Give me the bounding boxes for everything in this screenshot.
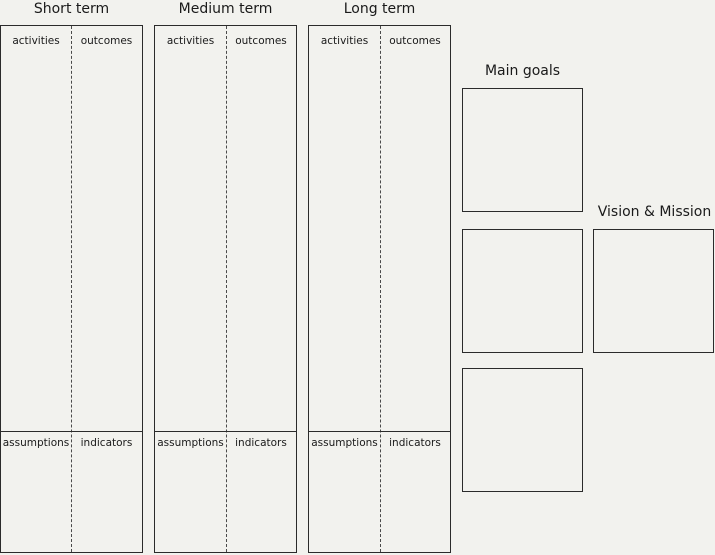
medium-term-assumptions-label: assumptions xyxy=(157,437,224,449)
short-term-row-divider xyxy=(1,431,142,432)
medium-term-indicators-label: indicators xyxy=(235,437,287,449)
long-term-activities-label: activities xyxy=(320,35,369,47)
long-term-indicators-label: indicators xyxy=(389,437,441,449)
short-term-activities-label: activities xyxy=(12,35,60,47)
short-term-assumptions-label: assumptions xyxy=(2,437,70,449)
medium-term-title: Medium term xyxy=(178,1,273,17)
medium-term-row-divider xyxy=(155,431,296,432)
vision-mission-box xyxy=(593,229,714,353)
short-term-panel: activities outcomes assumptions indicato… xyxy=(0,25,143,553)
short-term-outcomes-label: outcomes xyxy=(80,35,133,47)
medium-term-column-divider xyxy=(226,26,227,552)
long-term-outcomes-label: outcomes xyxy=(389,35,441,47)
short-term-column-divider xyxy=(71,26,72,552)
long-term-column-divider xyxy=(380,26,381,552)
long-term-panel: activities outcomes assumptions indicato… xyxy=(308,25,451,553)
long-term-title: Long term xyxy=(343,1,416,17)
main-goal-box-3 xyxy=(462,368,583,492)
short-term-title: Short term xyxy=(33,1,110,17)
medium-term-outcomes-label: outcomes xyxy=(235,35,287,47)
main-goals-title: Main goals xyxy=(484,63,561,79)
medium-term-activities-label: activities xyxy=(166,35,215,47)
long-term-assumptions-label: assumptions xyxy=(311,437,378,449)
main-goal-box-2 xyxy=(462,229,583,353)
long-term-row-divider xyxy=(309,431,450,432)
medium-term-panel: activities outcomes assumptions indicato… xyxy=(154,25,297,553)
short-term-indicators-label: indicators xyxy=(80,437,133,449)
main-goal-box-1 xyxy=(462,88,583,212)
vision-mission-title: Vision & Mission xyxy=(597,204,712,220)
